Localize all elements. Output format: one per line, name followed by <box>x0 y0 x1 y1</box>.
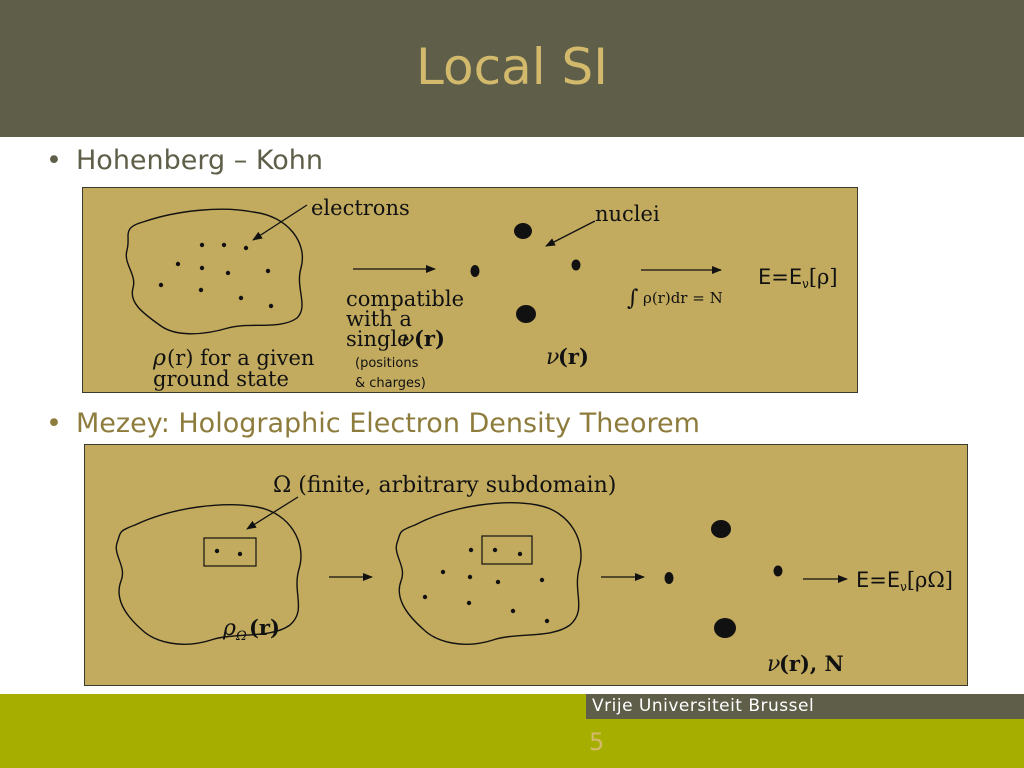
nuclei-label: nuclei <box>595 202 660 226</box>
charges-text: & charges) <box>355 376 426 391</box>
bullet-text-2: Mezey: Holographic Electron Density Theo… <box>76 408 700 439</box>
ground-state-label: ground state <box>153 367 289 391</box>
slide-title: Local SI <box>416 38 608 96</box>
density-blob <box>125 208 304 335</box>
subdomain-box-2 <box>481 535 533 565</box>
nu-symbol-1: ν <box>401 327 414 352</box>
rho-omega-label: (r) <box>249 615 280 640</box>
nu-r-n-label: (r), N <box>779 651 844 676</box>
compatible-text: compatible <box>346 287 464 311</box>
omega-label: Ω (finite, arbitrary subdomain) <box>273 473 616 498</box>
electrons-pointer <box>252 204 308 241</box>
electron-dots-2 <box>422 547 550 624</box>
page-number: 5 <box>589 728 605 756</box>
full-density-blob <box>395 502 582 645</box>
bullet-hohenberg-kohn: •Hohenberg – Kohn <box>46 145 323 176</box>
hohenberg-kohn-figure: electrons compatible with a single ν (r)… <box>82 187 858 393</box>
energy-functional-1: E=Eν[ρ] <box>758 265 838 291</box>
rho-label: (r) for a given <box>167 346 314 370</box>
mezey-diagram: Ω (finite, arbitrary subdomain) ρ Ω (r) … <box>115 473 953 677</box>
omega-pointer <box>246 496 299 530</box>
electrons-label: electrons <box>311 196 410 220</box>
nuclei-pointer <box>545 220 596 247</box>
rho-symbol-1: ρ <box>152 346 166 371</box>
bullet-text-1: Hohenberg – Kohn <box>76 145 323 176</box>
subdomain-blob <box>115 504 302 645</box>
single-text: single <box>346 327 410 351</box>
nu-r-text-2: (r) <box>558 344 589 369</box>
rho-omega-symbol: ρ <box>222 616 236 641</box>
positions-text: (positions <box>355 356 419 371</box>
integral-sign: ∫ <box>627 286 639 311</box>
integral-equation: ρ(r)dr = N <box>643 289 723 307</box>
energy-functional-2: E=Eν[ρΩ] <box>856 568 953 594</box>
nuclei-dots-2 <box>664 520 783 638</box>
mezey-figure: Ω (finite, arbitrary subdomain) ρ Ω (r) … <box>84 444 968 686</box>
with-a-text: with a <box>346 307 412 331</box>
bullet-mezey: •Mezey: Holographic Electron Density The… <box>46 408 700 439</box>
hk-diagram: electrons compatible with a single ν (r)… <box>125 196 838 391</box>
university-bar <box>586 694 1024 719</box>
nuclei-dots <box>470 223 581 323</box>
subdomain-box-1 <box>203 537 257 567</box>
nu-r-text-1: (r) <box>414 326 445 351</box>
rho-omega-sub: Ω <box>235 629 247 644</box>
university-name: Vrije Universiteit Brussel <box>592 696 815 716</box>
nu-symbol-2: ν <box>546 345 559 370</box>
header-bar <box>0 0 1024 137</box>
electron-dots <box>158 242 274 309</box>
nu-symbol-3: ν <box>767 652 780 677</box>
